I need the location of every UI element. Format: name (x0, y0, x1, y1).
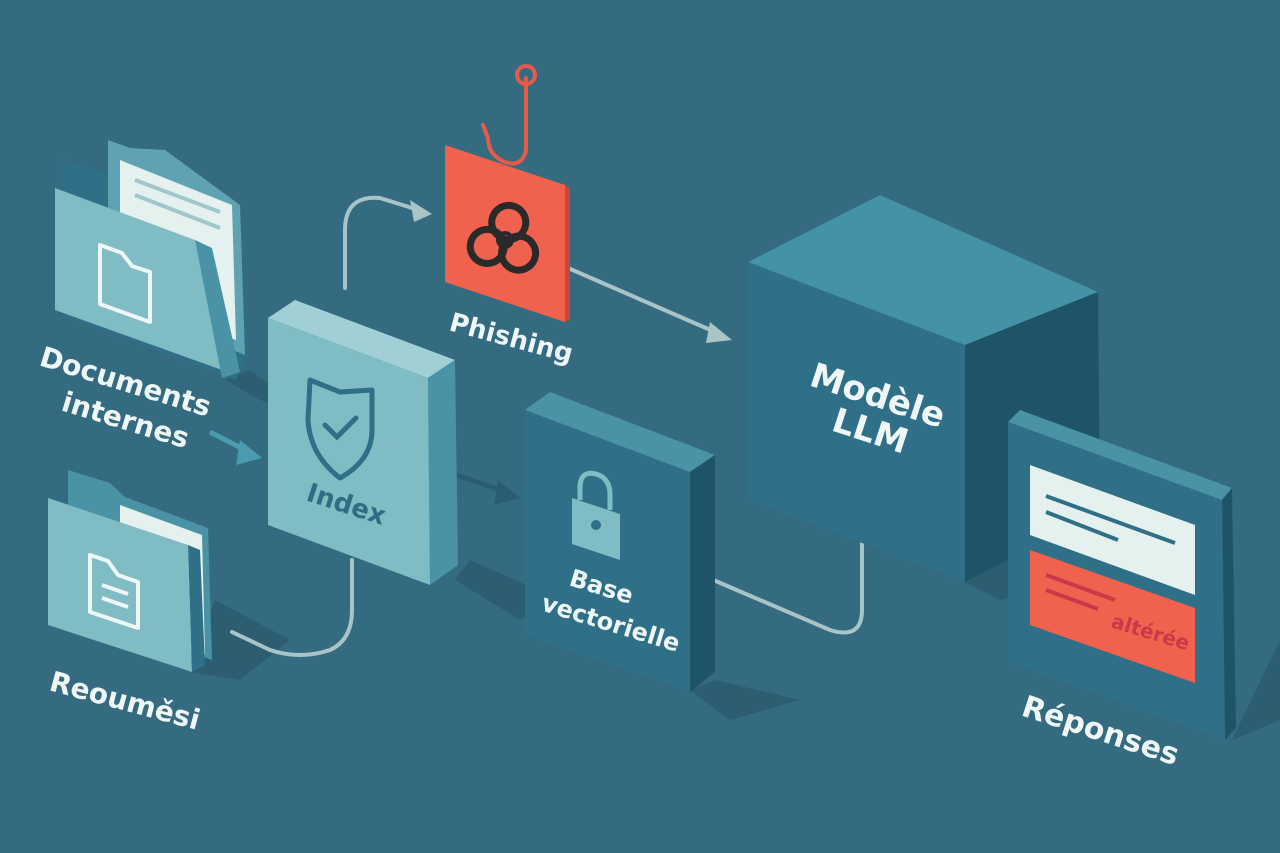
connector-phishing-llm (566, 266, 724, 337)
arrow-docs-index (208, 429, 262, 465)
response-text-card (1030, 465, 1195, 595)
documents-folder-icon (55, 140, 248, 380)
shield-check-icon (305, 377, 375, 481)
connector-base-llm (688, 538, 864, 635)
biohazard-icon (466, 201, 540, 274)
index-box (268, 300, 458, 585)
connector-folder-index (230, 558, 354, 657)
reoumesi-label: Reouměsi (46, 665, 203, 737)
base-vectorielle-box (525, 392, 715, 692)
arrowhead-llm (706, 322, 732, 343)
padlock-icon (572, 470, 620, 560)
connector-index-phishing (343, 195, 427, 290)
hook-icon (481, 76, 528, 166)
arrowhead-phishing (410, 200, 432, 222)
reoumesi-folder-icon (48, 470, 212, 672)
phishing-card (445, 64, 570, 322)
reponses-panel (1008, 410, 1236, 740)
connectors (230, 195, 864, 657)
